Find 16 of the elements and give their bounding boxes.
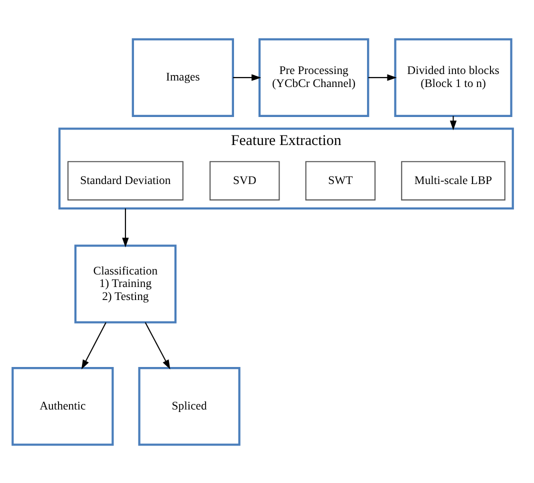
- node-box: Standard Deviation: [67, 160, 184, 200]
- arrow: [233, 74, 262, 80]
- arrow: [122, 208, 129, 247]
- node-box: Classification 1) Training 2) Testing: [74, 244, 177, 323]
- node-box: Spliced: [138, 366, 240, 446]
- node-box: Divided into blocks (Block 1 to n): [394, 38, 512, 116]
- arrow: [368, 74, 397, 80]
- node-box: SWT: [305, 160, 376, 200]
- node-box: Multi-scale LBP: [401, 160, 506, 200]
- node-box: SVD: [210, 160, 280, 200]
- arrow: [81, 322, 106, 369]
- arrow: [450, 116, 457, 130]
- node-box: Images: [132, 38, 234, 116]
- arrow: [144, 322, 170, 369]
- node-box: Authentic: [12, 366, 114, 446]
- node-box: Pre Processing (YCbCr Channel): [258, 38, 370, 116]
